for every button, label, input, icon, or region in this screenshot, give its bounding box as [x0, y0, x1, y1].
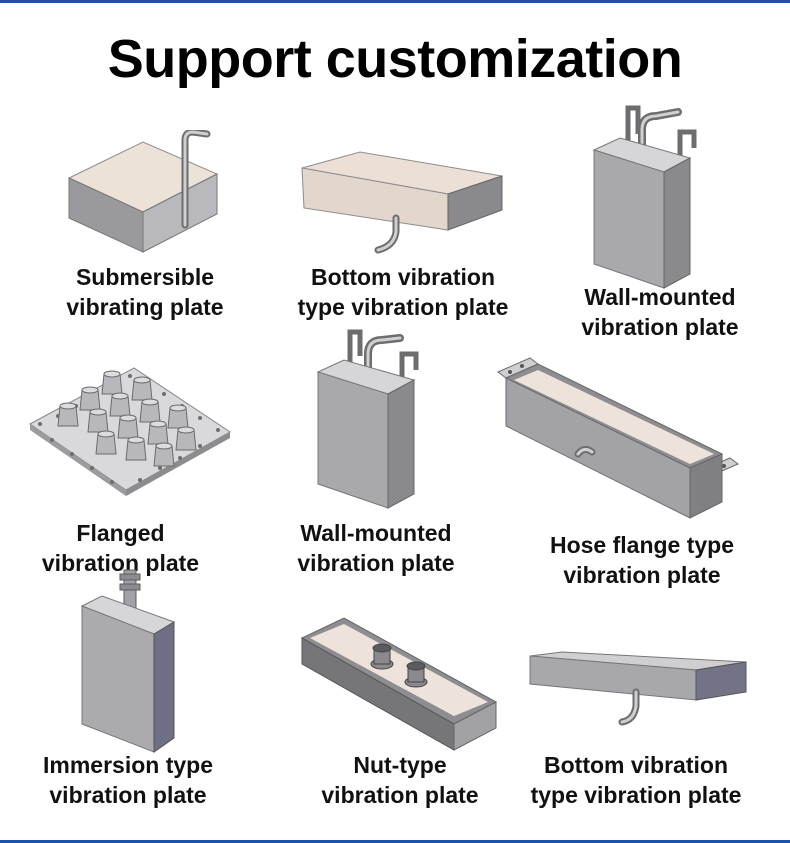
- transducer-bump: [57, 370, 197, 467]
- bottom-border: [0, 840, 790, 843]
- wall-mounted-plate-icon: [592, 105, 697, 289]
- page-title: Support customization: [107, 29, 683, 89]
- nut-type-plate-icon: [300, 617, 498, 751]
- bottom-vibration-plate-icon: [301, 151, 503, 254]
- wall-mounted-plate-icon: [316, 329, 419, 509]
- hose-flange-plate-icon: [497, 357, 739, 519]
- immersion-plate-icon: [80, 569, 176, 753]
- bottom-vibration-plate-icon: [529, 651, 747, 726]
- submersible-plate-icon: [67, 130, 219, 253]
- flanged-plate-icon: [29, 367, 231, 496]
- top-border: [0, 0, 790, 3]
